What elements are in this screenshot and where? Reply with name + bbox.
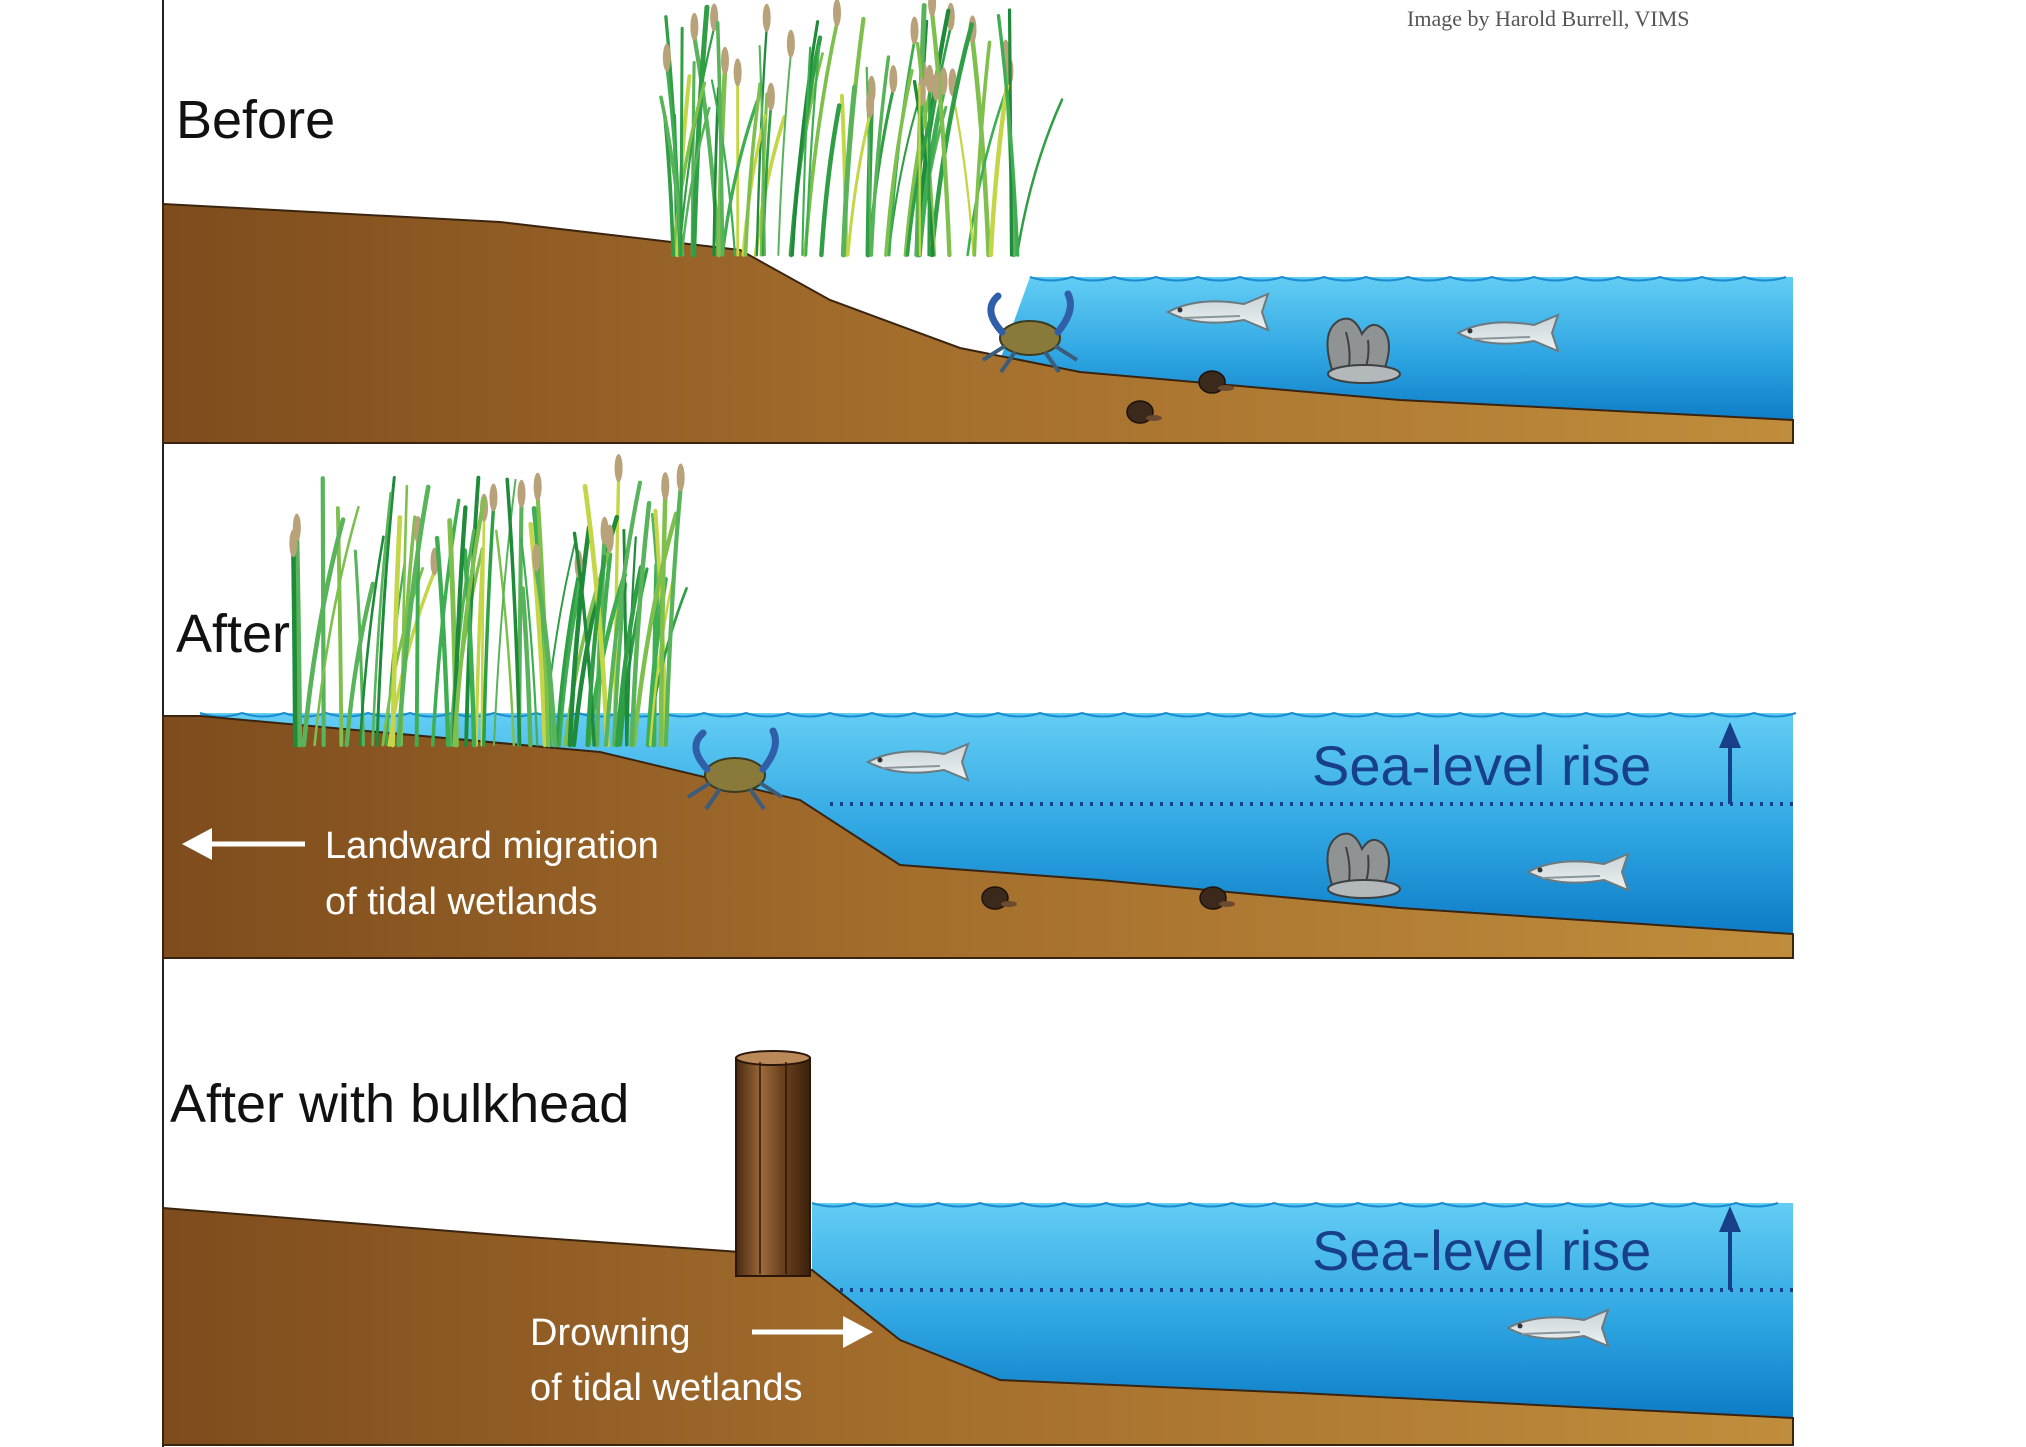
arrow-up-icon: [1719, 1206, 1741, 1290]
landward-migration-label: Landward migration: [325, 825, 659, 867]
arrow-left-icon: [182, 828, 305, 860]
water-surface-waves: [811, 1201, 1779, 1208]
panel-before: Before: [162, 0, 1794, 444]
panel-after: Landward migration of tidal wetlands Sea…: [162, 454, 1797, 959]
arrow-up-icon: [1719, 722, 1741, 804]
drowning-label: Drowning: [530, 1312, 691, 1354]
drowning-label: of tidal wetlands: [530, 1367, 803, 1409]
landward-migration-label: of tidal wetlands: [325, 881, 598, 923]
crab-icon: [686, 727, 784, 811]
shore-soil: [162, 1206, 1794, 1446]
sea-level-rise-label: Sea-level rise: [1312, 1219, 1651, 1282]
water-surface-waves: [199, 711, 1797, 718]
panel-title: After with bulkhead: [170, 1074, 629, 1134]
water-body: [812, 1203, 1793, 1418]
marsh-grass-icon: [659, 0, 1064, 258]
water-body: [200, 713, 1793, 934]
shore-soil: [162, 202, 1794, 444]
panel-title: Before: [176, 90, 335, 150]
arrow-right-icon: [752, 1316, 873, 1348]
marsh-grass-icon: [289, 454, 688, 748]
crab-icon: [981, 290, 1079, 374]
panel-bulkhead: Drowning of tidal wetlands Sea-level ris…: [162, 1050, 1794, 1446]
water-surface-waves: [1029, 275, 1787, 282]
bulkhead-post-icon: [735, 1050, 811, 1277]
sea-level-rise-label: Sea-level rise: [1312, 734, 1651, 797]
panel-title: After: [176, 604, 290, 664]
image-credit: Image by Harold Burrell, VIMS: [1407, 6, 1690, 31]
